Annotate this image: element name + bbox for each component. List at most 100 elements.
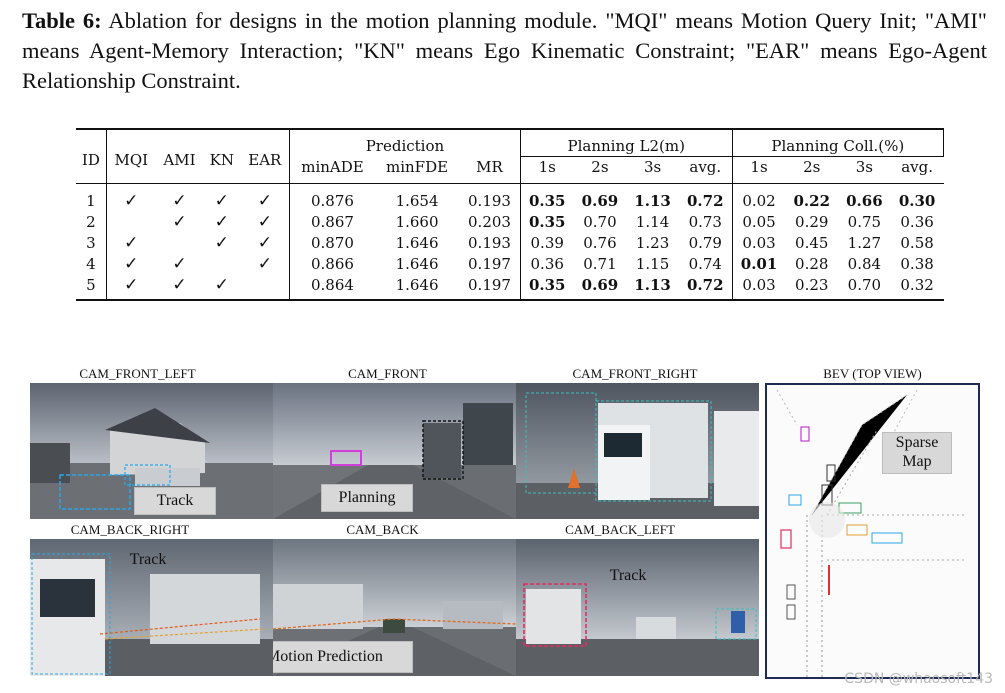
bev-title: BEV (TOP VIEW): [823, 366, 922, 381]
cell-coll-1s: 0.02: [742, 191, 776, 210]
cell-coll-3s: 0.84: [847, 254, 882, 273]
cam-back-label: CAM_BACK: [346, 522, 419, 537]
header-coll-1s: 1s: [732, 156, 786, 184]
cell-mr: 0.193: [459, 183, 521, 211]
cell-minade: 0.866: [311, 254, 354, 273]
camera-figure: CAM_FRONT_LEFT CAM_FRONT CAM_FRONT_RIGHT…: [0, 362, 1005, 693]
cell-minade: 0.870: [311, 233, 354, 252]
cam-back-left-label: CAM_BACK_LEFT: [565, 522, 675, 537]
table-row: 3 ✓ ✓ ✓ 0.870 1.646 0.193 0.39 0.76 1.23…: [76, 232, 944, 253]
table-row: 1 ✓ ✓ ✓ ✓ 0.876 1.654 0.193 0.35 0.69 1.…: [76, 183, 944, 211]
caption-label: Table 6:: [22, 8, 102, 33]
cell-kn: ✓: [214, 211, 229, 232]
cell-coll-2s: 0.29: [795, 212, 829, 231]
cell-minfde: 1.646: [395, 254, 439, 273]
cell-coll-2s: 0.28: [795, 254, 829, 273]
cell-coll-avg: 0.32: [890, 274, 944, 301]
cell-l2-3s: 1.13: [634, 191, 671, 210]
cam-back-right-label: CAM_BACK_RIGHT: [70, 522, 190, 537]
cell-coll-3s: 0.75: [847, 212, 882, 231]
cell-id: 4: [76, 253, 107, 274]
cell-coll-avg: 0.58: [900, 233, 934, 252]
cell-coll-1s: 0.03: [732, 274, 786, 301]
track-tag: Track: [129, 551, 167, 568]
cell-mqi: ✓: [124, 232, 139, 253]
motion-prediction-tag: Motion Prediction: [273, 641, 413, 673]
cell-coll-1s: 0.05: [742, 212, 776, 231]
cam-front-left-image: Track: [30, 383, 273, 519]
cell-l2-3s: 1.13: [626, 274, 679, 301]
planning-tag: Planning: [321, 484, 413, 512]
header-prediction: Prediction: [289, 128, 521, 157]
header-l2-2s: 2s: [573, 156, 627, 184]
cell-id: 5: [76, 274, 107, 301]
cell-minfde: 1.646: [395, 233, 439, 252]
ablation-table: ID MQI AMI KN EAR Prediction Planning L2…: [76, 128, 945, 301]
cell-l2-2s: 0.71: [583, 254, 617, 273]
cam-front-right-scene: [516, 383, 759, 519]
cell-mr: 0.203: [459, 211, 521, 232]
table-caption: Table 6: Ablation for designs in the mot…: [22, 6, 987, 96]
cell-ear: ✓: [240, 253, 291, 274]
cell-id: 2: [76, 211, 107, 232]
cell-mqi: ✓: [106, 274, 156, 301]
cam-front-image: Planning: [273, 383, 516, 519]
cell-ear: ✓: [240, 232, 291, 253]
header-mqi: MQI: [106, 128, 156, 184]
cell-l2-avg: 0.72: [678, 183, 733, 211]
cell-minade: 0.864: [289, 274, 375, 301]
cell-l2-2s: 0.69: [581, 191, 619, 210]
track-tag: Track: [609, 567, 647, 584]
table-row: 2 ✓ ✓ ✓ 0.867 1.660 0.203 0.35 0.70 1.14…: [76, 211, 944, 232]
cam-front-left-label: CAM_FRONT_LEFT: [79, 366, 196, 381]
sparse-map-tag: Sparse Map: [882, 432, 952, 474]
cell-l2-3s: 1.15: [635, 254, 670, 273]
cam-back-right-scene: [30, 539, 273, 676]
cell-id: 1: [76, 183, 107, 211]
header-coll-3s: 3s: [838, 156, 891, 184]
cell-l2-2s: 0.76: [583, 233, 617, 252]
cell-mqi: [106, 211, 156, 232]
cell-l2-avg: 0.73: [678, 211, 733, 232]
cell-minfde: 1.654: [395, 191, 439, 210]
cell-coll-1s: 0.01: [740, 254, 778, 273]
caption-text: Ablation for designs in the motion plann…: [22, 8, 987, 93]
header-coll-avg: avg.: [890, 156, 944, 184]
header-ear: EAR: [240, 128, 291, 184]
cell-id: 3: [76, 232, 107, 253]
cell-coll-3s: 0.70: [838, 274, 891, 301]
header-l2-1s: 1s: [520, 156, 574, 184]
header-kn: KN: [203, 128, 241, 184]
cell-ami: ✓: [172, 253, 187, 274]
cell-kn: ✓: [214, 232, 229, 253]
cell-l2-3s: 1.23: [635, 233, 670, 252]
ablation-table-wrapper: ID MQI AMI KN EAR Prediction Planning L2…: [76, 128, 945, 301]
sparse-map-line1: Sparse: [895, 434, 939, 451]
header-l2-3s: 3s: [626, 156, 679, 184]
cell-coll-3s: 1.27: [847, 233, 882, 252]
cell-coll-2s: 0.45: [795, 233, 829, 252]
cell-l2-1s: 0.35: [520, 274, 574, 301]
cell-minfde: 1.646: [374, 274, 460, 301]
cell-mqi: ✓: [124, 190, 139, 211]
cell-mr: 0.197: [459, 253, 521, 274]
cell-ear: [240, 274, 291, 301]
header-ami: AMI: [155, 128, 204, 184]
cell-l2-avg: 0.79: [678, 232, 733, 253]
cell-minade: 0.876: [311, 191, 354, 210]
header-planning-l2: Planning L2(m): [520, 128, 733, 157]
cam-front-right-image: [516, 383, 759, 519]
cell-mr: 0.193: [459, 232, 521, 253]
cell-ear: ✓: [240, 183, 291, 211]
cam-back-image: Motion Prediction: [273, 539, 516, 676]
cell-ami: [156, 232, 203, 253]
cell-l2-3s: 1.14: [635, 212, 670, 231]
cell-coll-avg: 0.30: [898, 191, 936, 210]
cell-l2-1s: 0.36: [530, 254, 564, 273]
cell-coll-2s: 0.22: [793, 191, 831, 210]
header-mr: MR: [459, 156, 521, 184]
cell-minfde: 1.660: [395, 212, 439, 231]
cam-back-left-image: Track: [516, 539, 759, 676]
bev-map: Sparse Map: [765, 383, 980, 679]
cell-kn: ✓: [203, 274, 241, 301]
